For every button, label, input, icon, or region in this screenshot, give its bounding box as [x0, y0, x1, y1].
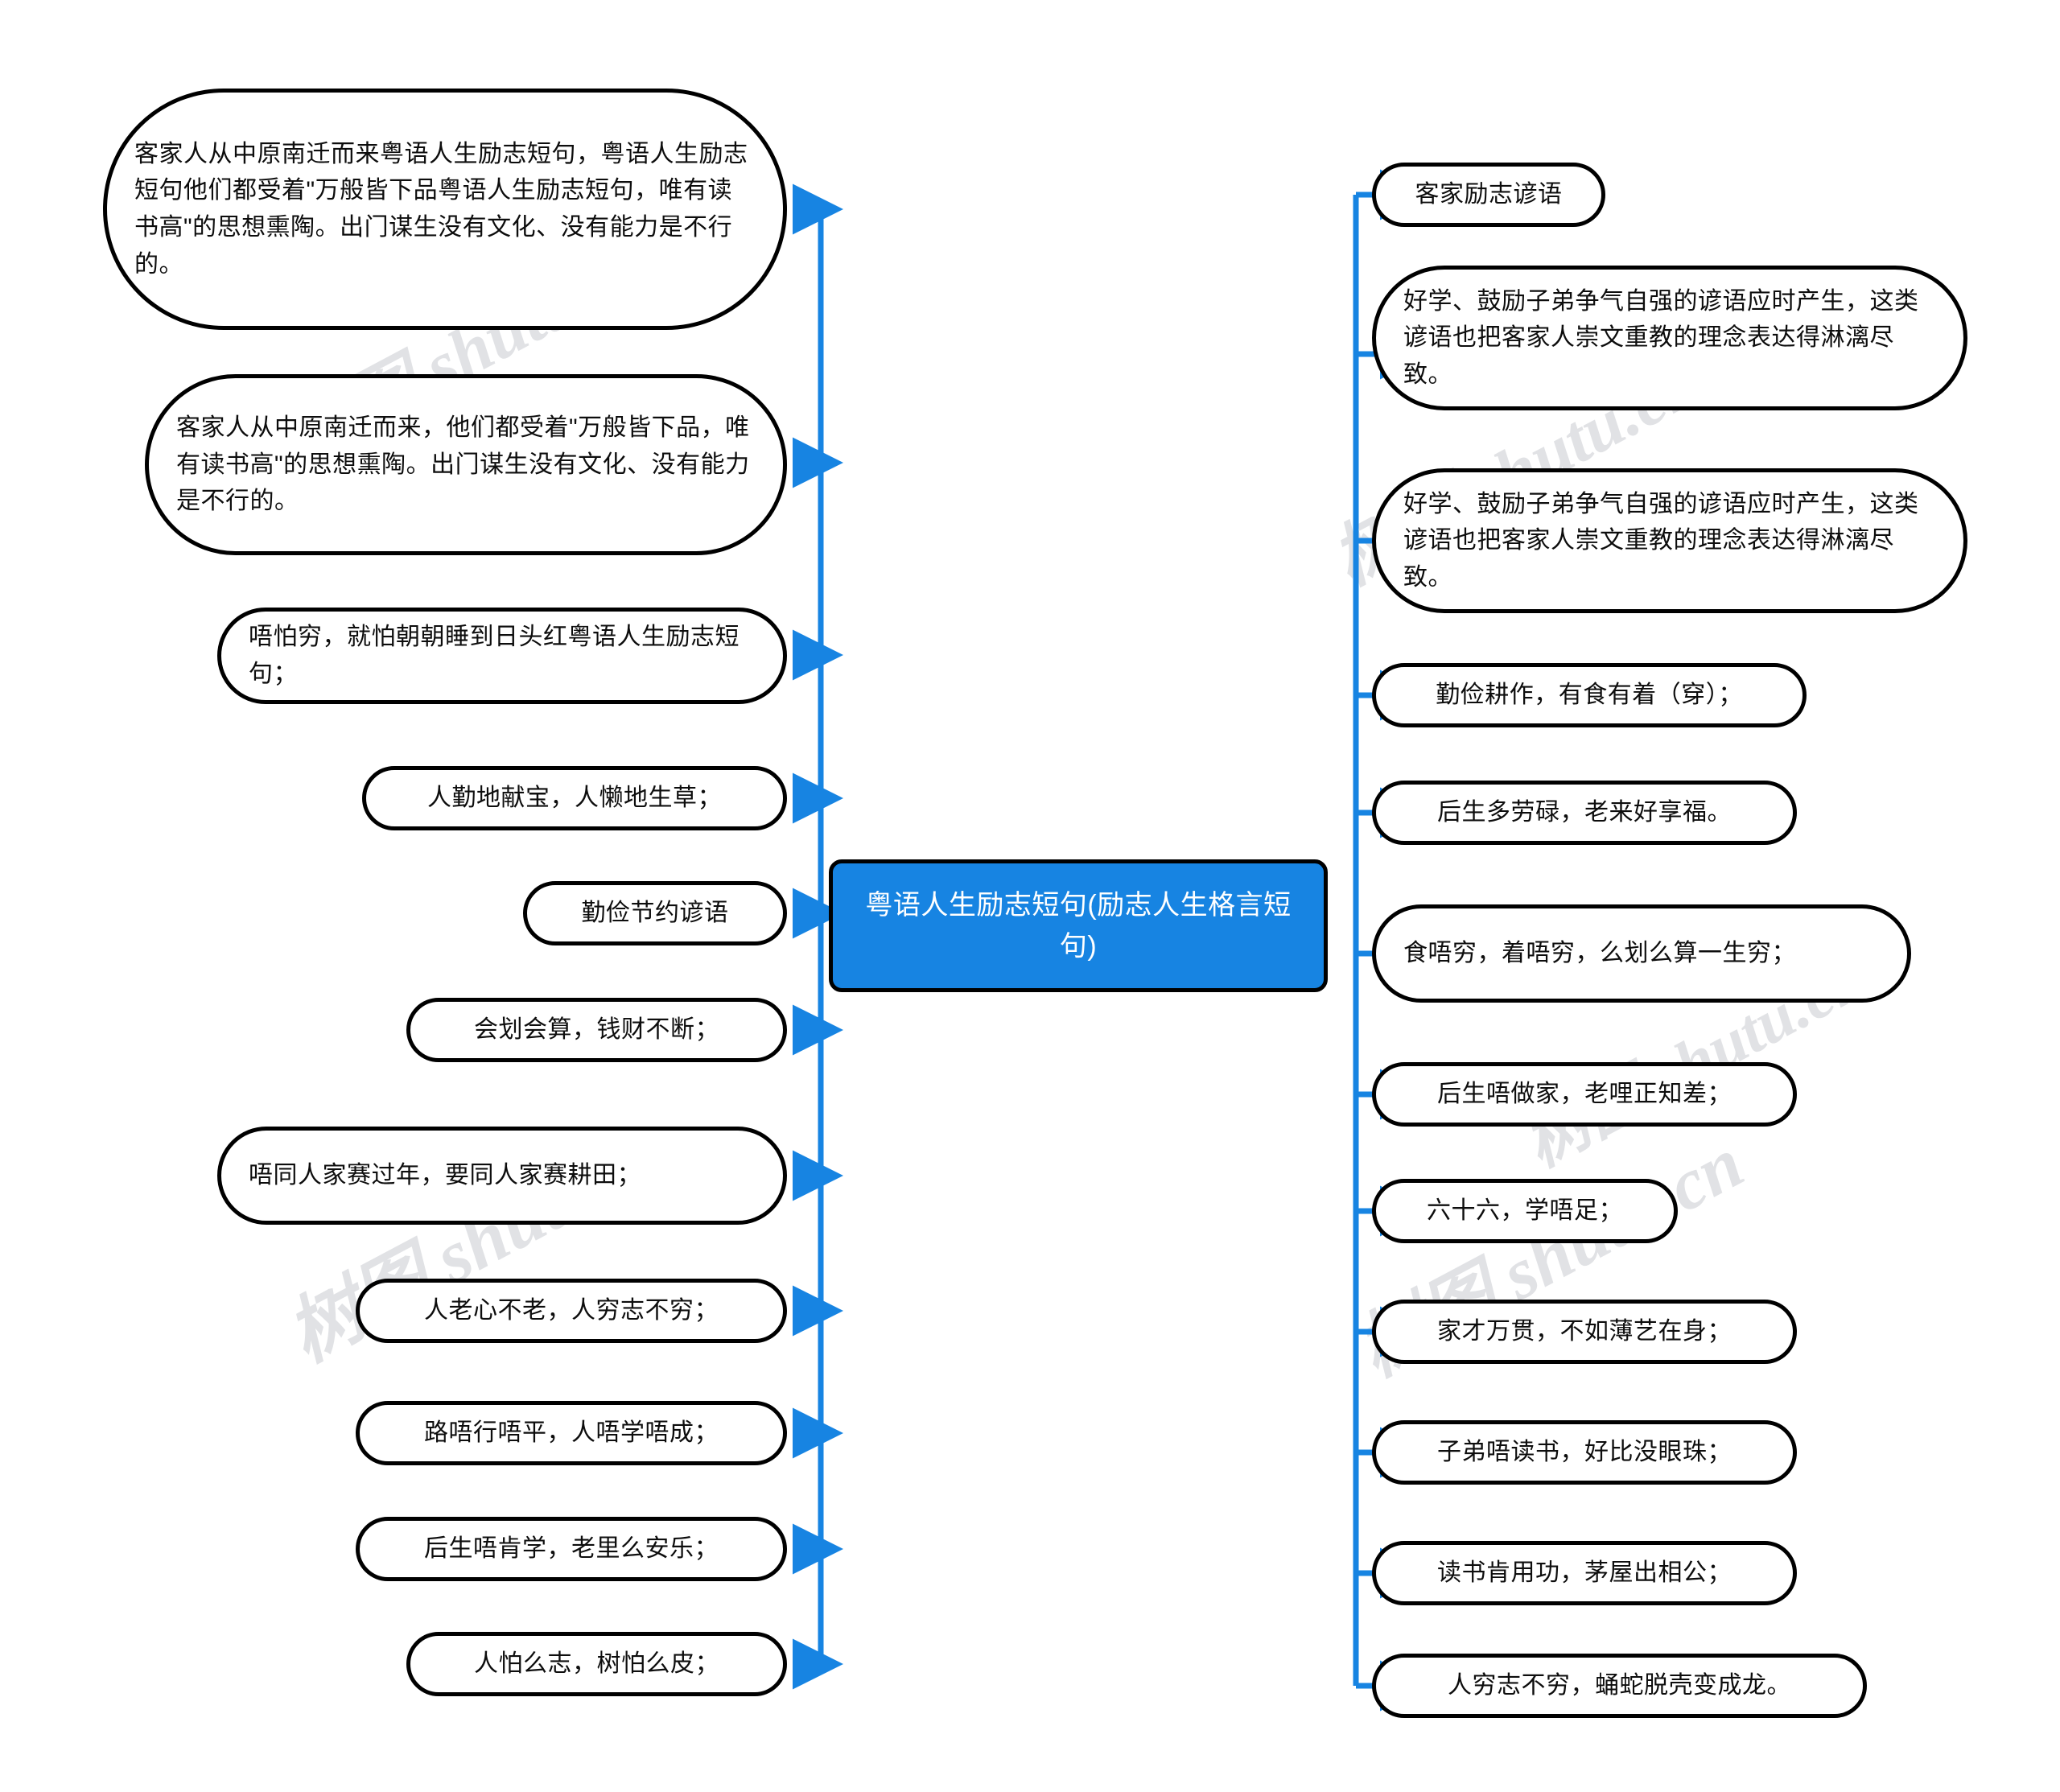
right-node-12-label: 人穷志不穷，蛹蛇脱壳变成龙。 [1448, 1672, 1791, 1699]
right-node-2[interactable]: 好学、鼓励子弟争气自强的谚语应时产生，这类谚语也把客家人崇文重教的理念表达得淋漓… [1372, 266, 1967, 410]
right-node-1[interactable]: 客家励志谚语 [1372, 163, 1605, 227]
left-node-9-label: 路唔行唔平，人唔学唔成； [424, 1419, 719, 1447]
right-node-1-label: 客家励志谚语 [1415, 181, 1563, 208]
right-node-3-label: 好学、鼓励子弟争气自强的谚语应时产生，这类谚语也把客家人崇文重教的理念表达得淋漓… [1403, 490, 1919, 591]
center-node-label: 粤语人生励志短句(励志人生格言短句) [865, 889, 1292, 962]
left-node-4-label: 人勤地献宝，人懒地生草； [427, 785, 722, 812]
left-node-4[interactable]: 人勤地献宝，人懒地生草； [362, 766, 787, 830]
right-node-4[interactable]: 勤俭耕作，有食有着（穿）； [1372, 663, 1807, 727]
right-node-5-label: 后生多劳碌，老来好享福。 [1437, 799, 1732, 826]
left-node-3-label: 唔怕穷，就怕朝朝睡到日头红粤语人生励志短句； [249, 624, 740, 687]
left-node-9[interactable]: 路唔行唔平，人唔学唔成； [356, 1401, 787, 1465]
right-node-2-label: 好学、鼓励子弟争气自强的谚语应时产生，这类谚语也把客家人崇文重教的理念表达得淋漓… [1403, 287, 1919, 388]
right-node-6-label: 食唔穷，着唔穷，么划么算一生穷； [1403, 940, 1796, 967]
left-node-1-label: 客家人从中原南迁而来粤语人生励志短句，粤语人生励志短句他们都受着"万般皆下品粤语… [134, 140, 748, 278]
right-node-11[interactable]: 读书肯用功，茅屋出相公； [1372, 1541, 1797, 1605]
center-node[interactable]: 粤语人生励志短句(励志人生格言短句) [829, 859, 1328, 992]
right-node-3[interactable]: 好学、鼓励子弟争气自强的谚语应时产生，这类谚语也把客家人崇文重教的理念表达得淋漓… [1372, 468, 1967, 613]
right-node-8-label: 六十六，学唔足； [1427, 1197, 1623, 1225]
left-node-7-label: 唔同人家赛过年，要同人家赛耕田； [249, 1162, 641, 1189]
left-node-6-label: 会划会算，钱财不断； [474, 1016, 719, 1044]
right-node-11-label: 读书肯用功，茅屋出相公； [1437, 1559, 1732, 1587]
left-node-8-label: 人老心不老，人穷志不穷； [424, 1297, 719, 1324]
left-node-6[interactable]: 会划会算，钱财不断； [406, 998, 787, 1062]
left-node-5-label: 勤俭节约谚语 [581, 900, 729, 927]
left-node-2[interactable]: 客家人从中原南迁而来，他们都受着"万般皆下品，唯有读书高"的思想熏陶。出门谋生没… [145, 374, 787, 555]
left-node-11[interactable]: 人怕么志，树怕么皮； [406, 1632, 787, 1696]
left-node-10-label: 后生唔肯学，老里么安乐； [424, 1535, 719, 1563]
right-node-10-label: 子弟唔读书，好比没眼珠； [1437, 1439, 1732, 1466]
right-node-6[interactable]: 食唔穷，着唔穷，么划么算一生穷； [1372, 904, 1911, 1003]
left-node-1[interactable]: 客家人从中原南迁而来粤语人生励志短句，粤语人生励志短句他们都受着"万般皆下品粤语… [103, 89, 787, 330]
left-node-5[interactable]: 勤俭节约谚语 [523, 881, 787, 945]
left-node-2-label: 客家人从中原南迁而来，他们都受着"万般皆下品，唯有读书高"的思想熏陶。出门谋生没… [176, 414, 750, 515]
right-node-10[interactable]: 子弟唔读书，好比没眼珠； [1372, 1420, 1797, 1485]
right-node-9[interactable]: 家才万贯，不如薄艺在身； [1372, 1300, 1797, 1364]
left-node-11-label: 人怕么志，树怕么皮； [474, 1650, 719, 1678]
right-node-5[interactable]: 后生多劳碌，老来好享福。 [1372, 781, 1797, 845]
left-node-8[interactable]: 人老心不老，人穷志不穷； [356, 1279, 787, 1343]
left-node-7[interactable]: 唔同人家赛过年，要同人家赛耕田； [217, 1127, 787, 1225]
left-node-10[interactable]: 后生唔肯学，老里么安乐； [356, 1517, 787, 1581]
right-node-4-label: 勤俭耕作，有食有着（穿）； [1436, 682, 1743, 709]
right-node-9-label: 家才万贯，不如薄艺在身； [1437, 1318, 1732, 1345]
right-node-12[interactable]: 人穷志不穷，蛹蛇脱壳变成龙。 [1372, 1654, 1867, 1718]
right-node-8[interactable]: 六十六，学唔足； [1372, 1179, 1678, 1243]
right-node-7[interactable]: 后生唔做家，老哩正知差； [1372, 1062, 1797, 1127]
right-node-7-label: 后生唔做家，老哩正知差； [1437, 1081, 1732, 1108]
left-node-3[interactable]: 唔怕穷，就怕朝朝睡到日头红粤语人生励志短句； [217, 608, 787, 704]
